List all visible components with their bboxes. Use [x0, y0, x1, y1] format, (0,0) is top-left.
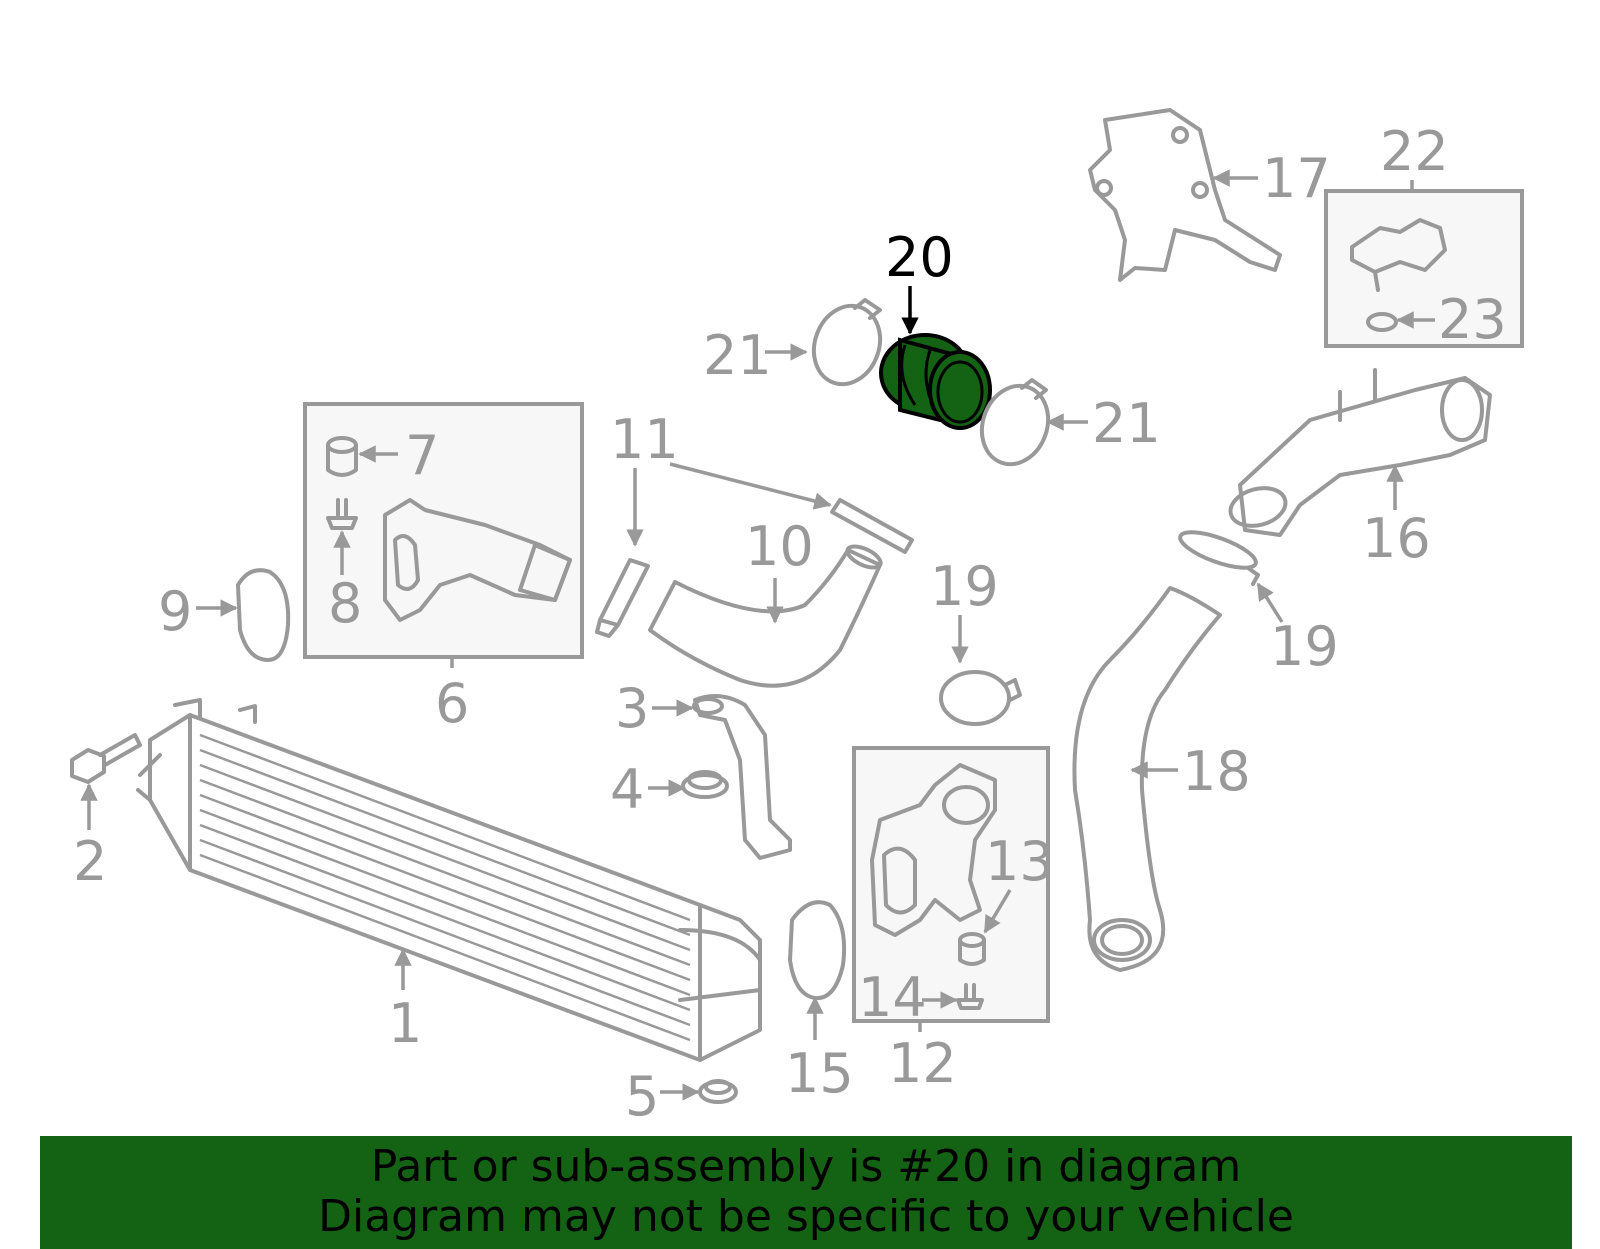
- callout-16: 16: [1362, 507, 1431, 570]
- arrow-11b: [669, 462, 832, 510]
- info-banner: Part or sub-assembly is #20 in diagram D…: [40, 1136, 1572, 1249]
- part-12-housing: [870, 763, 997, 937]
- callout-20: 20: [885, 226, 954, 289]
- part-6-group-box: [303, 402, 584, 659]
- part-17-bracket: [1088, 108, 1282, 282]
- arrow-19b: [1256, 582, 1284, 623]
- part-19-clamp-lower: [1178, 530, 1260, 586]
- callout-21-left: 21: [703, 324, 772, 387]
- callout-19-lower: 19: [1270, 615, 1339, 678]
- part-6-outlet-pipe: [383, 498, 572, 622]
- part-23-seal: [1366, 312, 1398, 332]
- part-21-clamp-right: [979, 378, 1051, 467]
- part-15-gasket: [788, 900, 847, 1001]
- callout-19-upper: 19: [930, 555, 999, 618]
- callout-9: 9: [158, 580, 192, 643]
- part-3-bracket: [692, 694, 792, 860]
- part-22-sensor: [1350, 218, 1447, 292]
- callout-3: 3: [615, 677, 649, 740]
- callout-17: 17: [1262, 147, 1331, 210]
- callout-10: 10: [745, 515, 814, 578]
- callout-6: 6: [435, 672, 469, 735]
- part-9-gasket: [236, 568, 291, 662]
- banner-line-2: Diagram may not be specific to your vehi…: [318, 1191, 1294, 1242]
- part-19-clamp-upper: [939, 670, 1022, 726]
- part-21-clamp-left: [811, 298, 883, 387]
- callout-8: 8: [328, 572, 362, 635]
- part-4-grommet: [681, 770, 729, 799]
- callout-4: 4: [610, 758, 644, 821]
- part-5-grommet: [698, 1079, 738, 1104]
- part-11-sensor: [595, 498, 914, 638]
- part-7-cap: [326, 436, 358, 477]
- callout-2: 2: [73, 830, 107, 893]
- part-20-hose-highlighted: [879, 333, 992, 430]
- part-16-pipe: [1228, 368, 1492, 537]
- banner-line-1: Part or sub-assembly is #20 in diagram: [370, 1141, 1242, 1192]
- callout-21-right: 21: [1092, 392, 1161, 455]
- callout-14: 14: [858, 966, 927, 1029]
- arrow-13: [983, 889, 1012, 934]
- part-14-bolt: [956, 983, 984, 1010]
- callout-13: 13: [985, 830, 1054, 893]
- callout-11: 11: [610, 408, 679, 471]
- part-10-hose: [648, 544, 883, 688]
- part-18-hose: [1072, 586, 1222, 972]
- callout-12: 12: [888, 1032, 957, 1095]
- callout-7: 7: [405, 424, 439, 487]
- part-13-cap: [958, 932, 986, 966]
- callout-18: 18: [1182, 740, 1251, 803]
- callout-23: 23: [1438, 288, 1507, 351]
- callout-22: 22: [1380, 120, 1449, 183]
- callout-1: 1: [388, 992, 422, 1055]
- part-2-bolt: [70, 733, 142, 784]
- callout-15: 15: [785, 1042, 854, 1105]
- callout-5: 5: [625, 1065, 659, 1128]
- part-8-bolt: [326, 498, 358, 530]
- part-1-intercooler: [136, 698, 762, 1062]
